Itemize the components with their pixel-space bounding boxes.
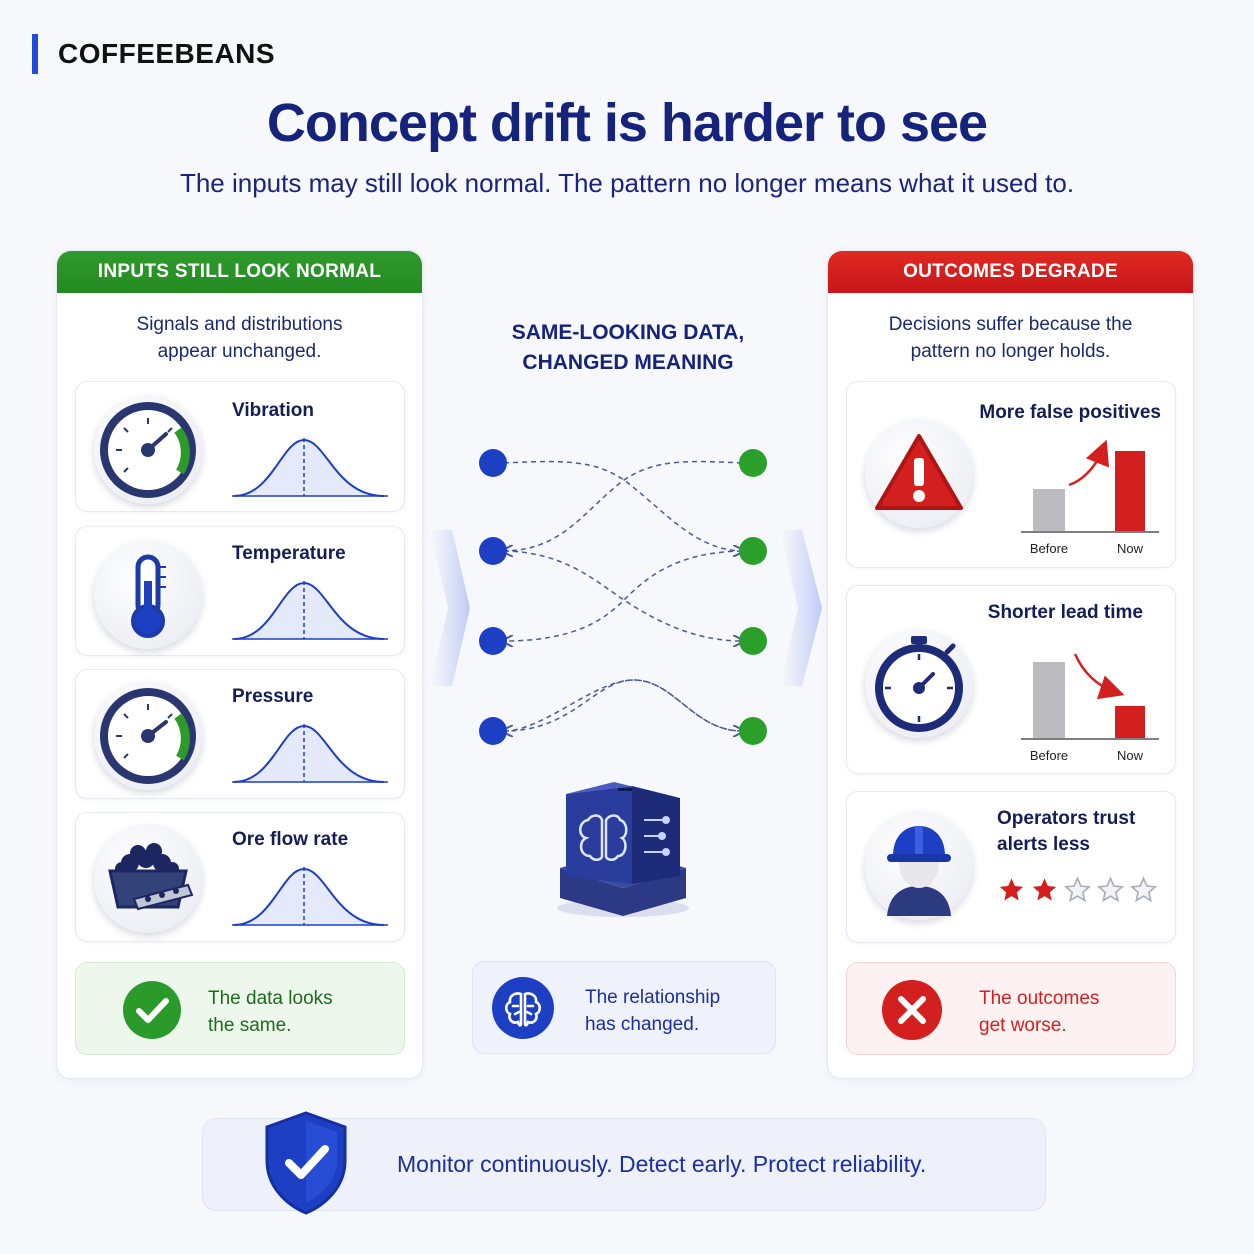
bar-label-before: Before [1030, 748, 1068, 763]
lead-time-card: Shorter lead time Before Now [846, 585, 1176, 774]
description-line: Signals and distributions [136, 314, 343, 335]
signal-label: Pressure [232, 686, 314, 707]
outcomes-panel-header: OUTCOMES DEGRADE [828, 251, 1193, 293]
outcome-label: Operators trust alerts less [997, 806, 1135, 858]
summary-line: The relationship [585, 987, 721, 1008]
description-line: pattern no longer holds. [910, 341, 1111, 362]
signal-card-temperature: Temperature [75, 526, 405, 656]
gauge-icon [94, 396, 202, 504]
bar-now [1115, 451, 1145, 531]
bar-label-now: Now [1117, 541, 1144, 556]
distribution-curve [232, 438, 388, 497]
stopwatch-icon [865, 630, 973, 738]
outcomes-summary: The outcomes get worse. [846, 962, 1176, 1055]
star-filled-icon [1032, 878, 1057, 901]
summary-line: The outcomes [979, 988, 1100, 1009]
inputs-panel-header: INPUTS STILL LOOK NORMAL [57, 251, 422, 293]
false-positives-bar-chart: Before Now [1021, 439, 1159, 556]
flow-chevron-left [430, 530, 470, 686]
summary-line: get worse. [979, 1015, 1067, 1036]
outcome-label: Shorter lead time [987, 602, 1143, 623]
relationship-summary-text: The relationship has changed. [585, 984, 775, 1038]
summary-line: has changed. [585, 1014, 700, 1035]
brand: COFFEEBEANS [32, 34, 275, 74]
middle-heading: SAME-LOOKING DATA, CHANGED MEANING [440, 318, 816, 378]
summary-line: The data looks [208, 988, 333, 1009]
mapping-line [504, 460, 743, 551]
trend-arrow [1073, 653, 1125, 700]
input-node [479, 717, 507, 745]
trust-rating [997, 876, 1158, 904]
mapping-line [503, 460, 742, 551]
trend-arrow [1068, 439, 1110, 487]
inputs-summary-text: The data looks the same. [208, 985, 398, 1039]
label-line: Operators trust [997, 808, 1136, 829]
output-node [739, 537, 767, 565]
page-subtitle: The inputs may still look normal. The pa… [179, 168, 1075, 198]
description-line: appear unchanged. [157, 341, 322, 362]
operator-trust-card: Operators trust alerts less [846, 791, 1176, 943]
inputs-panel-description: Signals and distributions appear unchang… [57, 311, 422, 365]
thermometer-icon [94, 541, 202, 649]
bar-label-now: Now [1117, 748, 1144, 763]
bar-before [1033, 662, 1065, 738]
warning-icon [865, 420, 973, 528]
x-circle-icon [882, 980, 942, 1040]
outcome-label: More false positives [979, 402, 1161, 423]
distribution-curve [232, 581, 388, 640]
input-node [479, 449, 507, 477]
signal-label: Vibration [232, 400, 314, 421]
check-circle-icon [123, 981, 181, 1039]
mapping-line [504, 679, 743, 731]
star-filled-icon [999, 878, 1024, 901]
relationship-summary: The relationship has changed. [472, 961, 776, 1054]
signal-card-ore-flow: Ore flow rate [75, 812, 405, 942]
gauge-icon [94, 682, 202, 790]
star-empty-icon [1096, 876, 1125, 903]
star-empty-icon [1063, 876, 1092, 903]
shield-check-icon [265, 1111, 347, 1215]
outcomes-panel-description: Decisions suffer because the pattern no … [828, 311, 1193, 365]
output-node [739, 627, 767, 655]
operator-helmet-icon [865, 812, 973, 920]
inputs-summary: The data looks the same. [75, 962, 405, 1055]
flow-chevron-right [780, 530, 822, 686]
bar-now [1115, 706, 1145, 738]
signal-label: Ore flow rate [232, 829, 349, 850]
label-line: alerts less [997, 834, 1090, 855]
inputs-panel: INPUTS STILL LOOK NORMAL Signals and dis… [56, 250, 423, 1079]
input-node [479, 627, 507, 655]
outcomes-panel: OUTCOMES DEGRADE Decisions suffer becaus… [827, 250, 1194, 1079]
outcomes-summary-text: The outcomes get worse. [979, 985, 1169, 1039]
brain-icon [492, 977, 554, 1039]
lead-time-bar-chart: Before Now [1021, 653, 1159, 763]
mapping-line [504, 550, 743, 641]
distribution-curve [232, 724, 388, 783]
heading-line: CHANGED MEANING [522, 351, 734, 374]
footer-text: Monitor continuously. Detect early. Prot… [397, 1151, 927, 1177]
heading-line: SAME-LOOKING DATA, [511, 321, 745, 344]
false-positives-card: More false positives Before Now [846, 381, 1176, 568]
relationship-diagram [430, 449, 822, 745]
mapping-line [503, 679, 742, 731]
input-node [479, 537, 507, 565]
page-title: Concept drift is harder to see [266, 93, 988, 153]
summary-line: the same. [208, 1015, 292, 1036]
star-empty-icon [1129, 876, 1158, 903]
brand-name: COFFEEBEANS [58, 38, 276, 69]
signal-label: Temperature [232, 543, 346, 564]
signal-card-pressure: Pressure [75, 669, 405, 799]
footer-banner: Monitor continuously. Detect early. Prot… [202, 1111, 1046, 1215]
bar-label-before: Before [1030, 541, 1068, 556]
model-cube-icon [557, 782, 689, 917]
bar-before [1033, 489, 1065, 531]
ore-cart-icon [94, 825, 202, 933]
distribution-curve [232, 867, 388, 926]
description-line: Decisions suffer because the [888, 314, 1133, 335]
brand-accent-bar [32, 34, 38, 74]
output-node [739, 717, 767, 745]
mapping-line [503, 550, 742, 641]
signal-card-vibration: Vibration [75, 381, 405, 512]
output-node [739, 449, 767, 477]
